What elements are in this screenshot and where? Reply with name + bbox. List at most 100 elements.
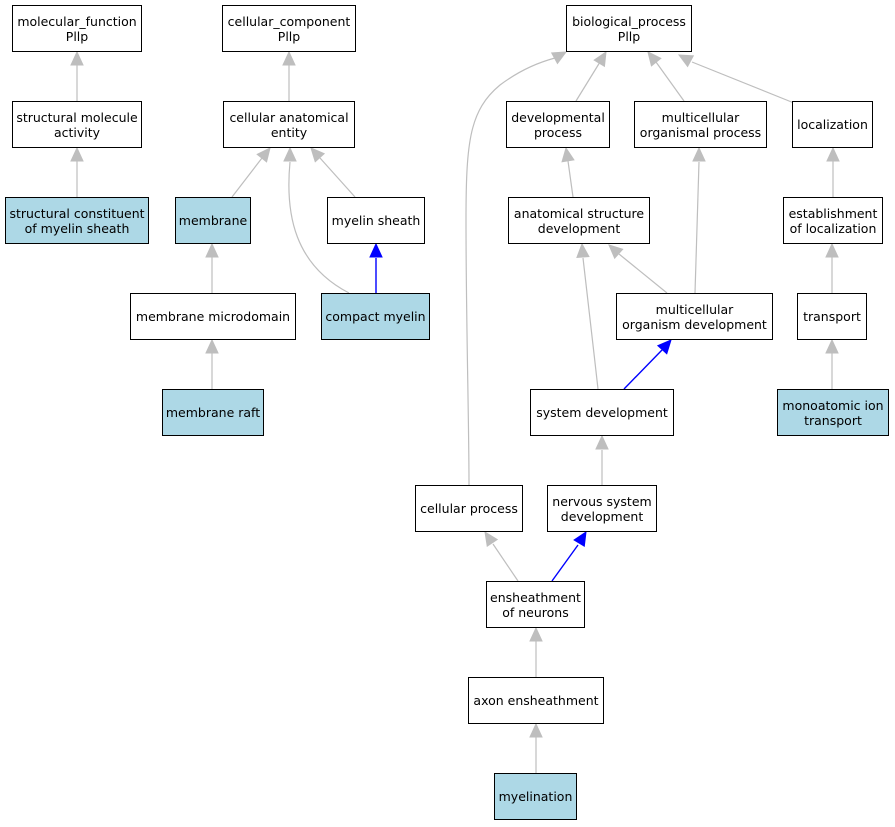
edge-membrane-microdomain-to-membrane xyxy=(205,242,219,293)
edge-line xyxy=(618,253,668,294)
edge-developmental-process-to-biological-process xyxy=(575,50,607,102)
edge-line xyxy=(575,61,601,102)
edge-arrowhead xyxy=(369,242,383,258)
node-cellular-process[interactable]: cellular process xyxy=(415,485,523,532)
edge-arrowhead xyxy=(677,54,695,68)
node-label-line: membrane xyxy=(178,213,248,228)
edge-arrowhead xyxy=(825,338,839,354)
node-label-line: transport xyxy=(803,309,861,324)
edge-line xyxy=(465,57,556,486)
node-label-line: Pllp xyxy=(617,28,641,44)
node-label-line: activity xyxy=(53,124,101,140)
edge-system-development-to-multicellular-organism-development xyxy=(623,339,672,390)
edge-multicellular-organism-development-to-multicellular-organismal-process xyxy=(692,146,706,294)
node-myelin-sheath[interactable]: myelin sheath xyxy=(327,197,425,244)
edge-arrowhead xyxy=(529,626,543,642)
edge-compact-myelin-to-cellular-anatomical-entity xyxy=(283,146,350,294)
node-label-line: ensheathment xyxy=(490,589,581,605)
edge-anatomical-structure-development-to-developmental-process xyxy=(561,146,575,198)
edge-localization-to-biological-process xyxy=(677,54,795,104)
edge-line xyxy=(319,157,356,198)
node-label-line: Pllp xyxy=(65,28,89,44)
edge-arrowhead xyxy=(205,242,219,258)
edge-ensheathment-of-neurons-to-cellular-process xyxy=(484,531,519,582)
edge-arrowhead xyxy=(692,146,706,162)
edge-line xyxy=(492,543,519,582)
node-label-line: cellular_component xyxy=(227,13,351,29)
node-label-line: structural molecule xyxy=(16,109,138,125)
edge-compact-myelin-to-myelin-sheath xyxy=(369,242,383,293)
node-label-line: compact myelin xyxy=(325,309,426,324)
node-system-development[interactable]: system development xyxy=(530,389,674,436)
node-membrane-microdomain[interactable]: membrane microdomain xyxy=(130,293,296,340)
edge-arrowhead xyxy=(608,244,624,260)
node-label-line: multicellular xyxy=(655,301,734,317)
node-label-line: system development xyxy=(536,405,668,420)
node-label-line: organism development xyxy=(622,316,767,332)
edge-arrowhead xyxy=(595,434,609,450)
node-label-line: molecular_function xyxy=(17,13,137,29)
node-membrane[interactable]: membrane xyxy=(175,197,251,244)
node-label-line: Pllp xyxy=(277,28,301,44)
node-axon-ensheathment[interactable]: axon ensheathment xyxy=(468,677,604,724)
node-label-line: cellular process xyxy=(420,501,518,516)
edge-structural-constituent-of-myelin-sheath-to-structural-molecule-activity xyxy=(70,146,84,197)
edge-membrane-raft-to-membrane-microdomain xyxy=(205,338,219,389)
edge-arrowhead xyxy=(593,50,607,68)
node-transport[interactable]: transport xyxy=(797,293,867,340)
edge-establishment-of-localization-to-localization xyxy=(826,146,840,197)
edge-system-development-to-anatomical-structure-development xyxy=(576,242,599,390)
node-label-line: entity xyxy=(270,124,308,140)
edge-line xyxy=(655,61,685,102)
edge-arrowhead xyxy=(205,338,219,354)
edge-line xyxy=(231,157,263,198)
node-label-line: establishment xyxy=(788,205,878,221)
node-label-line: multicellular xyxy=(661,109,740,125)
node-label-line: anatomical structure xyxy=(513,205,645,221)
edge-multicellular-organismal-process-to-biological-process xyxy=(647,51,685,102)
edge-arrowhead xyxy=(283,146,297,162)
node-membrane-raft[interactable]: membrane raft xyxy=(162,389,264,436)
edge-arrowhead xyxy=(256,147,271,163)
edge-arrowhead xyxy=(576,242,590,258)
node-label-line: of neurons xyxy=(502,604,569,620)
edge-arrowhead xyxy=(529,722,543,738)
node-label-line: myelin sheath xyxy=(331,213,421,228)
node-label-line: process xyxy=(533,124,583,140)
node-label-line: structural constituent xyxy=(9,205,145,221)
node-localization[interactable]: localization xyxy=(792,101,873,148)
node-label-line: axon ensheathment xyxy=(473,693,599,708)
edge-line xyxy=(694,161,700,294)
node-label-line: developmental xyxy=(511,109,605,125)
edge-arrowhead xyxy=(70,50,84,66)
node-label-line: development xyxy=(560,508,644,524)
edge-nervous-system-development-to-system-development xyxy=(595,434,609,485)
node-myelination[interactable]: myelination xyxy=(494,773,577,820)
node-label-line: membrane raft xyxy=(165,405,261,420)
edge-cellular-anatomical-entity-to-cellular-component xyxy=(282,50,296,101)
node-label-line: cellular anatomical xyxy=(229,109,349,125)
node-compact-myelin[interactable]: compact myelin xyxy=(321,293,430,340)
node-label-line: biological_process xyxy=(572,13,686,29)
edge-transport-to-establishment-of-localization xyxy=(825,242,839,293)
edge-multicellular-organism-development-to-anatomical-structure-development xyxy=(608,244,668,294)
edge-arrowhead xyxy=(647,51,662,67)
node-label-line: nervous system xyxy=(552,493,652,509)
node-label-line: monoatomic ion xyxy=(782,397,884,413)
